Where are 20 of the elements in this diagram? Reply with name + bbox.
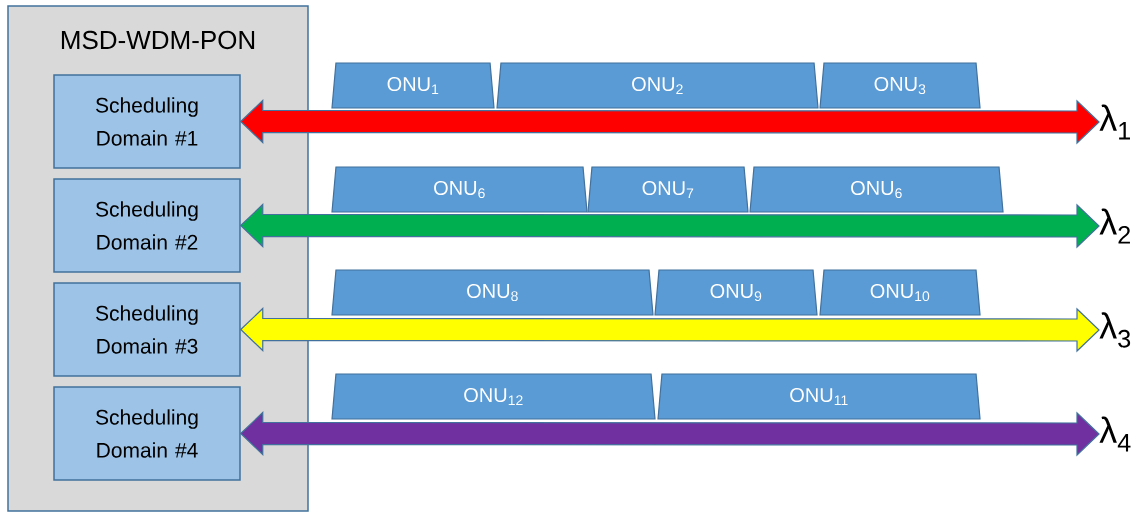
process-box: Scheduling Domain #1 (53, 74, 241, 169)
timeslot-trapezoid: ONU$_{10}$ (819, 269, 981, 316)
timeslot-trapezoid: ONU$_{1}$ (331, 62, 495, 109)
process-box: Scheduling Domain #4 (53, 386, 241, 481)
timeslot-trapezoid: ONU$_{6}$ (749, 166, 1004, 213)
process-box: Scheduling Domain #2 (53, 178, 241, 273)
wavelength-label: λ$_{1}$ (1099, 104, 1130, 140)
timeslot-trapezoid: ONU$_{6}$ (331, 166, 588, 213)
timeslot-trapezoid: ONU$_{7}$ (587, 166, 749, 213)
wavelength-label: λ$_{4}$ (1099, 416, 1131, 452)
timeslot-trapezoid: ONU$_{11}$ (657, 373, 981, 420)
timeslot-trapezoid: ONU$_{2}$ (496, 62, 819, 109)
timeslot-trapezoid: ONU$_{3}$ (819, 62, 981, 109)
timeslot-trapezoid: ONU$_{12}$ (331, 373, 656, 420)
timeslot-trapezoid: ONU$_{8}$ (331, 269, 654, 316)
panel-title: MSD-WDM-PON (61, 30, 255, 50)
wavelength-label: λ$_{2}$ (1099, 208, 1130, 244)
process-box: Scheduling Domain #3 (53, 282, 241, 377)
wavelength-label: λ$_{3}$ (1099, 312, 1131, 348)
timeslot-trapezoid: ONU$_{9}$ (654, 269, 818, 316)
